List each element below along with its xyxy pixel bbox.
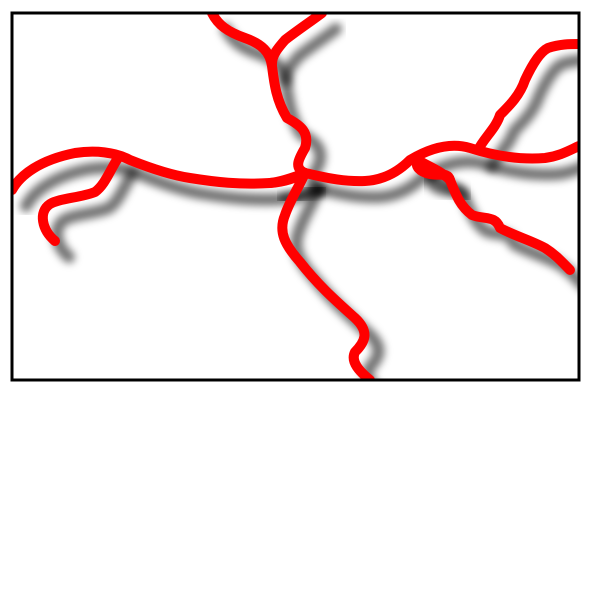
headwater-stub-segment-shadow [424,170,470,202]
north-tributary-segment-shadow [220,23,327,195]
north-tributary-segment [207,13,312,178]
north-branch-segment-shadow [280,23,342,86]
south-tributary-segment [277,168,375,380]
frame-border [10,11,581,382]
headwater-stub-segment [411,155,455,185]
line-layer [12,13,579,380]
north-branch-segment [267,13,327,69]
northeast-tributary-segment [473,39,579,155]
west-tributary-segment [37,153,123,246]
northeast-tributary-segment-shadow [486,54,579,172]
confluence-link-segment [265,168,310,188]
